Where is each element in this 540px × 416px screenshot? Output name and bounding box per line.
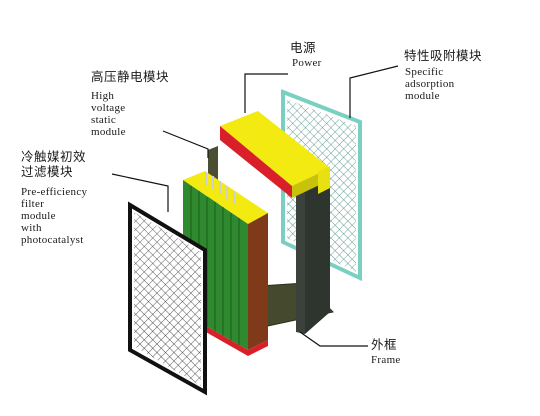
power-label-en: Power <box>292 57 322 69</box>
hv-module <box>183 171 268 356</box>
hv-label-cn: 高压静电模块 <box>91 69 170 84</box>
callout-lines <box>111 65 399 347</box>
prefilter-module-panel <box>128 201 207 396</box>
power-module <box>220 111 330 198</box>
adsorption-label-en: Specific adsorption module <box>405 66 455 102</box>
prefilter-label-cn: 冷触媒初效 过滤模块 <box>21 149 87 179</box>
frame-label-cn: 外框 <box>371 337 398 352</box>
callout-adsorption <box>349 65 399 118</box>
callout-hv <box>162 130 209 158</box>
callout-power <box>244 73 288 113</box>
adsorption-label-cn: 特性吸附模块 <box>404 48 483 63</box>
callout-prefilter <box>111 173 169 212</box>
power-label-cn: 电源 <box>290 40 317 55</box>
frame-label-en: Frame <box>371 354 401 366</box>
callout-frame <box>299 331 368 347</box>
prefilter-label-en: Pre-efficiency filter module with photoc… <box>21 186 88 246</box>
hv-label-en: High voltage static module <box>91 90 126 138</box>
